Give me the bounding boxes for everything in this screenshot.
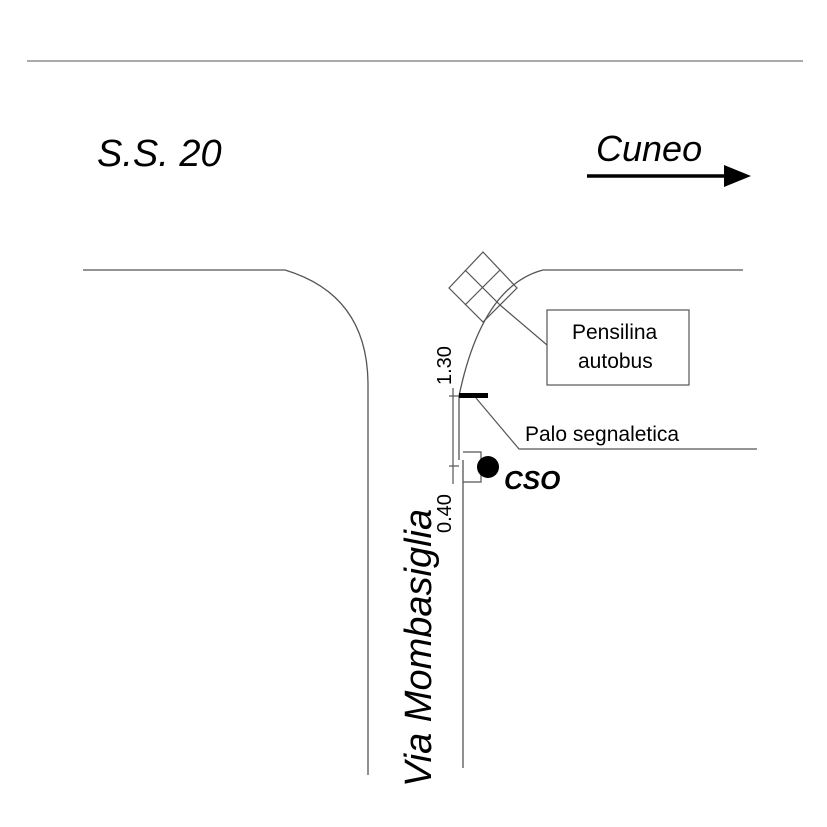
shelter-label-box [546,309,690,386]
cso-label: CSO [504,465,560,495]
direction-label: Cuneo [596,128,702,169]
shelter-label-line1: Pensilina [572,321,658,344]
dimension-upper-label: 1.30 [434,346,456,385]
dimension-lower-label: 0.40 [434,494,456,533]
pole-label: Palo segnaletica [525,423,679,446]
direction-arrow-icon [587,165,751,187]
pole-leader-line [475,397,757,450]
road-name-label: S.S. 20 [97,133,222,175]
bus-shelter-icon [448,251,518,323]
left-curb [83,269,369,775]
dimension-line [449,388,459,484]
shelter-leader-line [499,304,548,346]
shelter-label-line2: autobus [578,350,653,373]
right-curb [458,269,743,460]
side-street-label: Via Mombasiglia [398,509,440,787]
signpost-icon [459,393,488,398]
cso-marker-icon [477,456,499,478]
